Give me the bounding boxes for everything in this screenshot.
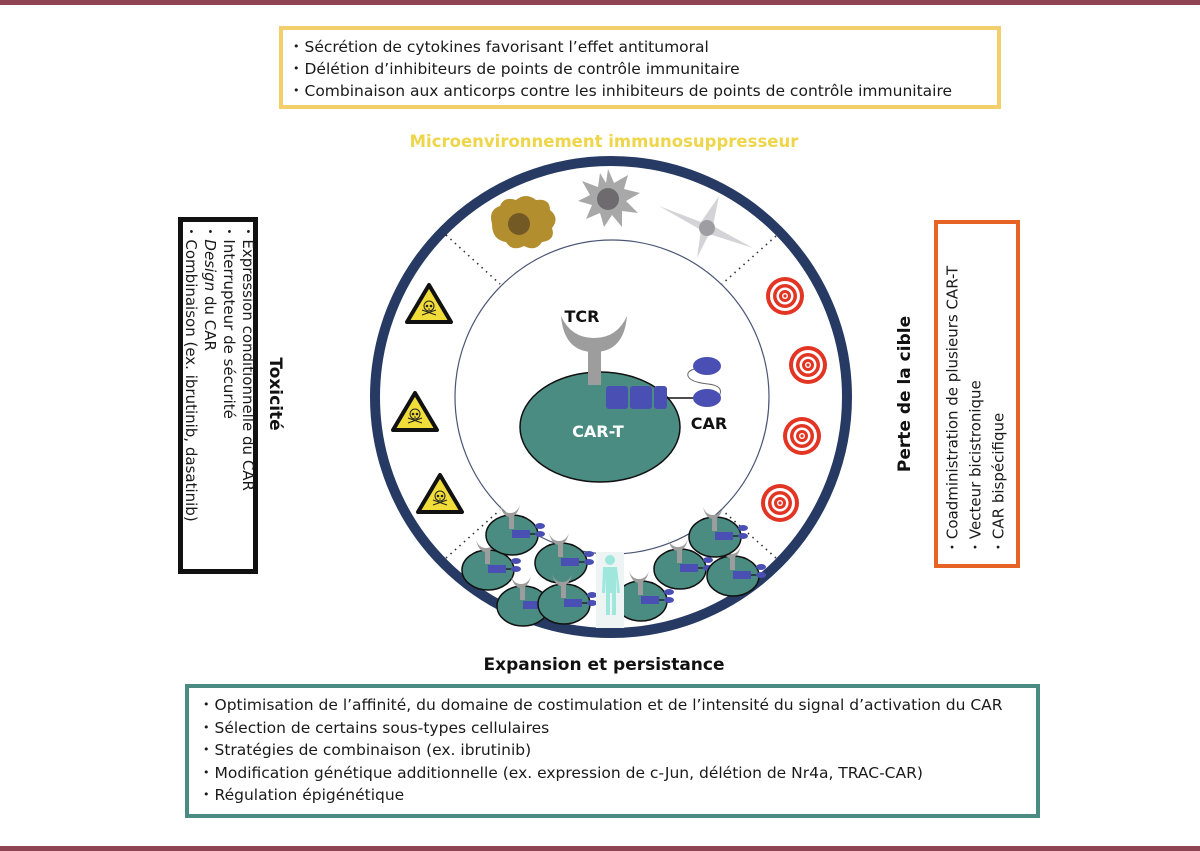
strategy-item: Stratégies de combinaison (ex. ibrutinib… bbox=[203, 740, 1036, 763]
expansion-strategies-box: Optimisation de l’affinité, du domaine d… bbox=[185, 684, 1040, 818]
strategy-item: Régulation épigénétique bbox=[203, 785, 1036, 808]
strategy-item: Sélection de certains sous-types cellula… bbox=[203, 718, 1036, 741]
stromal-cell-icon bbox=[659, 196, 753, 258]
microenvironment-strategies-box: Sécrétion de cytokines favorisant l’effe… bbox=[279, 26, 1001, 109]
target-icon bbox=[789, 346, 827, 384]
scfv-domain bbox=[693, 389, 721, 407]
scfv-domain bbox=[693, 357, 721, 375]
toxicity-strategies-box: Expression conditionnelle du CAR Interru… bbox=[178, 217, 258, 574]
section-dividers bbox=[445, 234, 777, 559]
expansion-title: Expansion et persistance bbox=[483, 655, 725, 675]
strategy-item: Combinaison aux anticorps contre les inh… bbox=[293, 81, 997, 103]
car-domain bbox=[630, 386, 652, 409]
strategy-item: Sécrétion de cytokines favorisant l’effe… bbox=[293, 37, 997, 59]
strategy-item: Modification génétique additionnelle (ex… bbox=[203, 763, 1036, 786]
target-icon bbox=[783, 417, 821, 455]
cart-label: CAR-T bbox=[572, 422, 624, 441]
top-frame-bar bbox=[0, 0, 1200, 5]
target-icon bbox=[761, 484, 799, 522]
microenvironment-title: Microenvironnement immunosuppresseur bbox=[409, 132, 799, 151]
target-icon bbox=[766, 277, 804, 315]
target-loss-strategies-box: Coadministration de plusieurs CAR-T Vect… bbox=[934, 220, 1020, 568]
tumor-cell-icon bbox=[491, 196, 556, 249]
car-domain bbox=[654, 386, 667, 409]
car-domain bbox=[606, 386, 628, 409]
strategy-item: Optimisation de l’affinité, du domaine d… bbox=[203, 695, 1036, 718]
strategy-item: Délétion d’inhibiteurs de points de cont… bbox=[293, 59, 997, 81]
car-label: CAR bbox=[691, 414, 727, 433]
human-figure-icon bbox=[596, 552, 624, 628]
dendritic-cell-icon bbox=[578, 169, 640, 227]
central-cart-cell: TCR CAR-T CAR bbox=[519, 307, 727, 483]
bottom-frame-bar bbox=[0, 846, 1200, 851]
tcr-label: TCR bbox=[565, 307, 600, 326]
tcr-receptor-icon bbox=[561, 316, 627, 352]
